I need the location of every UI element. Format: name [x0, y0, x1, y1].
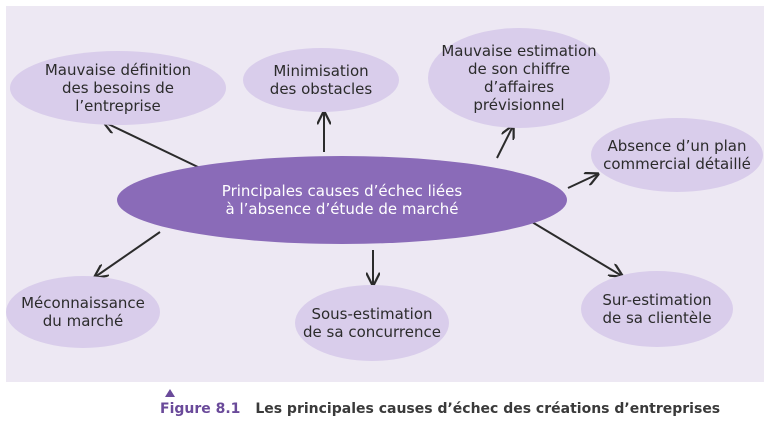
- node-ellipse-7: [581, 271, 733, 347]
- node-ellipse-4: [591, 118, 763, 192]
- arrow-to-node-4: [567, 174, 598, 189]
- figure-caption: Figure 8.1 Les principales causes d’éche…: [160, 389, 721, 417]
- node-ellipse-6: [295, 285, 449, 361]
- node-label-besoins: Mauvaise définition des besoins de l’ent…: [44, 61, 192, 115]
- arrow-to-node-3: [496, 126, 513, 159]
- node-label-clientele: Sur-estimation de sa clientèle: [602, 291, 712, 327]
- figure-label: Figure 8.1: [160, 401, 241, 417]
- arrow-to-node-5: [95, 231, 161, 277]
- arrow-to-node-1: [104, 122, 201, 169]
- node-label-concurrence: Sous-estimation de sa concurrence: [303, 305, 441, 341]
- caption-text: Les principales causes d’échec des créat…: [255, 401, 721, 417]
- node-ellipse-1: [10, 51, 226, 125]
- triangle-marker-icon: [165, 389, 175, 397]
- node-ellipse-3: [428, 28, 610, 128]
- node-label-plan-commercial: Absence d’un plan commercial détaillé: [603, 137, 751, 173]
- center-label: Principales causes d’échec liées à l’abs…: [221, 182, 463, 218]
- node-ellipse-2: [243, 48, 399, 112]
- node-ellipse-5: [6, 276, 160, 348]
- node-label-marche: Méconnaissance du marché: [21, 294, 145, 330]
- arrow-to-node-7: [531, 221, 622, 276]
- node-label-chiffre-affaires: Mauvaise estimation de son chiffre d’aff…: [441, 42, 597, 114]
- node-label-obstacles: Minimisation des obstacles: [269, 62, 373, 98]
- center-ellipse: [117, 156, 567, 244]
